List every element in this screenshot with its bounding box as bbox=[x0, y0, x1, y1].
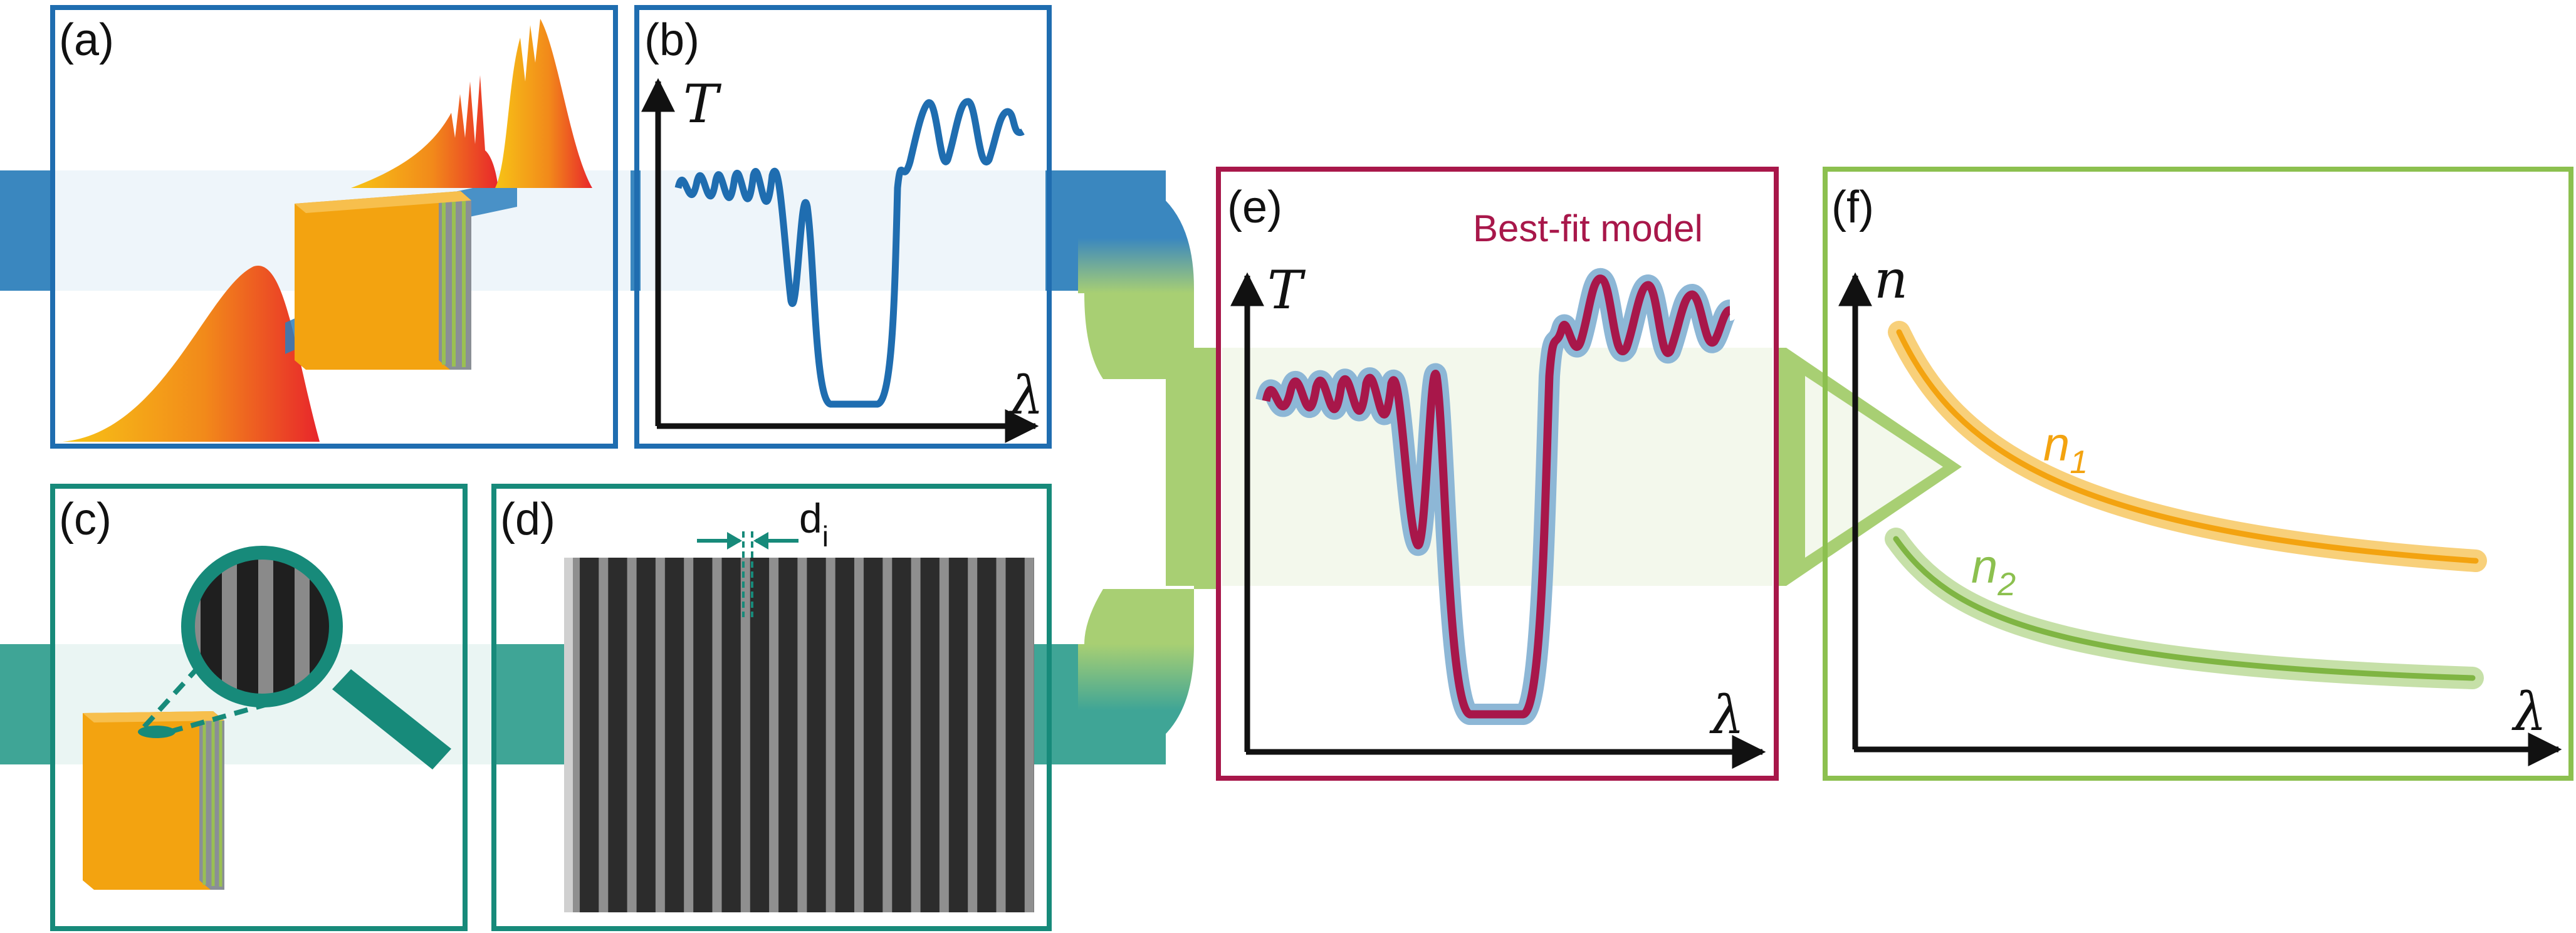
panel-d-label: (d) bbox=[500, 494, 555, 545]
panel-d: di (d) bbox=[491, 484, 1052, 931]
layer-thickness-label: di bbox=[799, 495, 829, 553]
input-pulse-icon bbox=[63, 265, 320, 442]
panel-c-label: (c) bbox=[59, 494, 112, 545]
panel-e-label: (e) bbox=[1227, 182, 1282, 232]
n1-symbol: n bbox=[2043, 418, 2070, 471]
panel-f-label: (f) bbox=[1831, 182, 1874, 232]
panel-b: (b) T λ bbox=[634, 5, 1052, 449]
sem-micrograph bbox=[564, 558, 1034, 912]
panel-e: (e) T λ Best-fit model bbox=[1216, 167, 1779, 781]
n2-label: n2 bbox=[1971, 540, 2016, 603]
panel-e-x-axis-label: λ bbox=[1709, 684, 1744, 746]
layer-thickness-marker bbox=[697, 531, 798, 617]
transmitted-pulse-icon bbox=[351, 75, 498, 188]
n2-curve bbox=[1893, 536, 2476, 681]
layer-thickness-symbol: d bbox=[799, 495, 822, 541]
n2-symbol: n bbox=[1971, 540, 1997, 593]
panel-b-transmission-curve bbox=[674, 98, 1025, 408]
sample-cube-icon bbox=[83, 711, 224, 890]
n2-subscript: 2 bbox=[1997, 566, 2016, 603]
panel-f-y-axis-label: n bbox=[1874, 249, 1908, 310]
magnifier-icon bbox=[142, 546, 451, 769]
n1-curve-halo bbox=[1888, 321, 2487, 572]
n1-curve bbox=[1896, 329, 2479, 564]
panel-b-y-axis-label: T bbox=[683, 73, 722, 135]
n1-subscript: 1 bbox=[2070, 444, 2088, 481]
panel-e-y-axis-label: T bbox=[1267, 259, 1306, 321]
best-fit-label: Best-fit model bbox=[1473, 207, 1703, 249]
panel-f-x-axis-label: λ bbox=[2511, 681, 2547, 743]
panel-a: (a) bbox=[50, 5, 618, 449]
panel-f: (f) n λ n1 n2 bbox=[1823, 167, 2573, 781]
panel-e-fit-curve bbox=[1262, 274, 1732, 719]
sample-cube-icon bbox=[295, 191, 471, 370]
panel-c: (c) bbox=[50, 484, 468, 931]
panel-a-label: (a) bbox=[59, 15, 114, 65]
layer-thickness-subscript: i bbox=[822, 520, 829, 553]
panel-b-x-axis-label: λ bbox=[1008, 365, 1044, 426]
panel-b-label: (b) bbox=[644, 15, 699, 65]
n1-label: n1 bbox=[2043, 418, 2088, 481]
